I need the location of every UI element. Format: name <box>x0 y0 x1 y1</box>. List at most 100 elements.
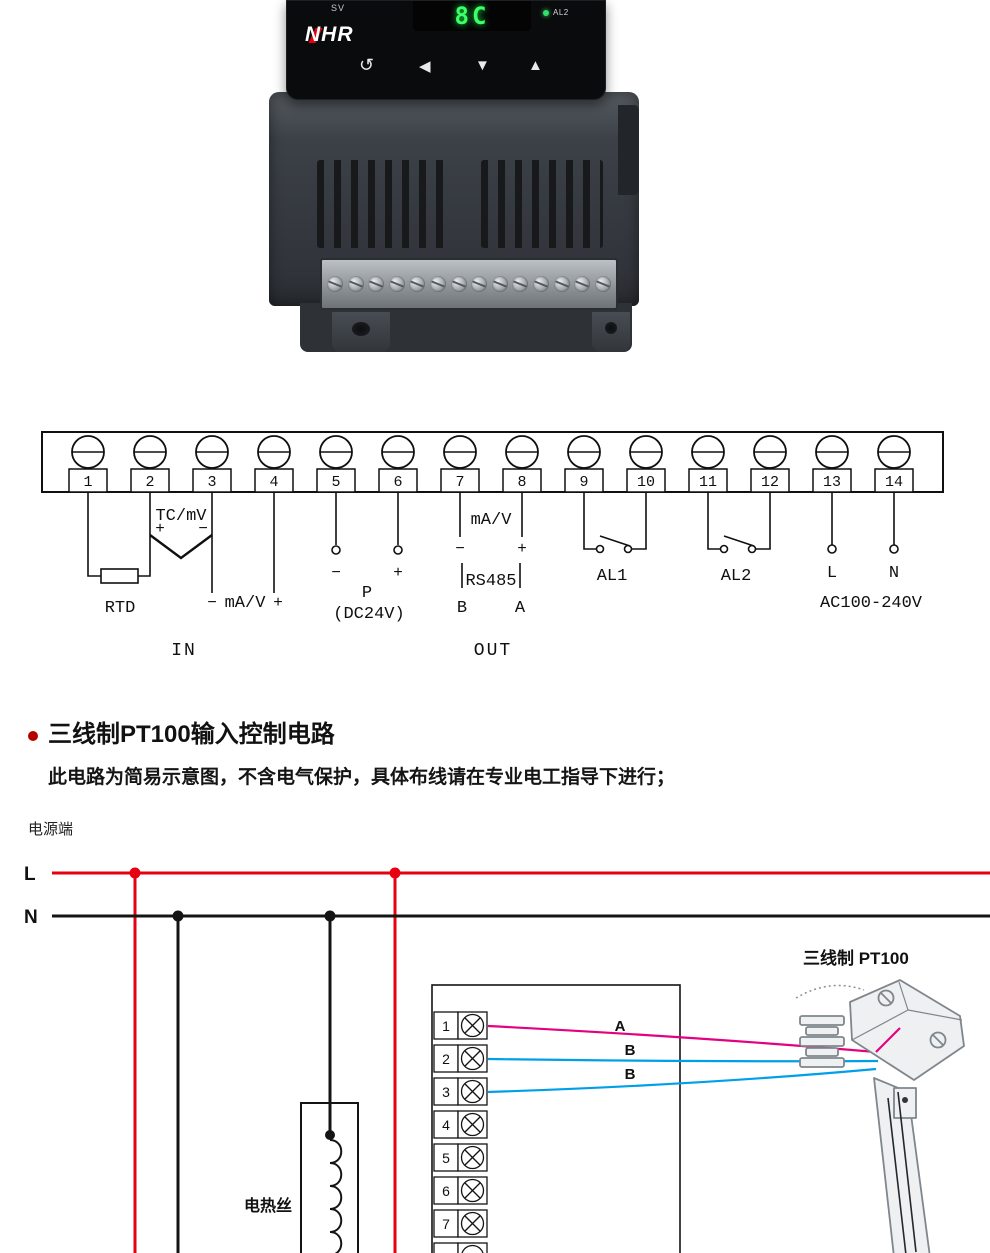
block-terminal-2: 2 <box>433 1044 488 1073</box>
terminal-number: 13 <box>823 474 841 491</box>
terminal-screw <box>574 276 591 292</box>
device-display: 8C <box>413 1 531 31</box>
terminal-1: 1 <box>68 435 108 493</box>
terminal-number: 14 <box>885 474 903 491</box>
block-number: 4 <box>442 1117 450 1133</box>
block-terminal-5: 5 <box>433 1143 488 1172</box>
mounting-tab-left <box>332 312 390 352</box>
rail-n-label: N <box>24 907 38 928</box>
p-label: P <box>362 584 372 603</box>
rs485-b-label: B <box>457 599 467 618</box>
sv-label: SV <box>331 3 346 13</box>
mains-wiring: L N AC100-240V <box>820 492 923 613</box>
terminal-wiring-diagram: 1 2 3 4 5 6 7 8 9 10 11 12 13 14 TC/mV +… <box>41 431 944 661</box>
live-label: L <box>827 564 837 583</box>
terminal-screw <box>450 276 467 292</box>
neutral-label: N <box>889 564 899 583</box>
cap-chain <box>795 984 865 999</box>
ma-v-out-label: mA/V <box>471 511 513 530</box>
terminal-strip-photo <box>320 258 618 310</box>
terminal-12: 12 <box>750 435 790 493</box>
terminal-screw <box>491 276 508 292</box>
live-rail <box>52 867 990 1253</box>
wire-b2-label: B <box>625 1066 636 1083</box>
minus-sign: − <box>207 594 217 612</box>
device-buttons: ↺ ◀ ▼ ▲ <box>287 49 605 89</box>
vent-slots-left <box>317 160 447 248</box>
terminal-screw <box>327 276 343 292</box>
terminal-number: 8 <box>517 474 526 491</box>
alarm1-wiring: AL1 <box>583 492 647 586</box>
block-number: 3 <box>442 1084 450 1100</box>
plus-sign: + <box>517 540 527 558</box>
terminal-number: 9 <box>579 474 588 491</box>
terminal-screw <box>388 276 405 292</box>
alarm2-wiring: AL2 <box>707 492 771 586</box>
terminal-11: 11 <box>688 435 728 493</box>
wire-a-into-head <box>875 1027 901 1053</box>
al2-led-icon <box>543 9 549 16</box>
section-subtitle: 此电路为简易示意图，不含电气保护，具体布线请在专业电工指导下进行； <box>48 767 676 788</box>
plus-sign: + <box>393 564 403 582</box>
controller-terminal-block: 1 2 3 4 5 6 7 <box>431 984 681 1253</box>
power-supply-output-wiring: − + P (DC24V) <box>331 492 405 624</box>
terminal-screw <box>512 276 529 292</box>
pt100-sensor-illustration <box>795 979 965 1253</box>
terminal-number: 7 <box>455 474 464 491</box>
tc-mv-label: TC/mV <box>155 507 207 526</box>
mounting-tab-right <box>592 312 630 352</box>
block-terminal-8 <box>433 1242 488 1253</box>
plus-sign: + <box>273 594 283 612</box>
block-number: 1 <box>442 1018 450 1034</box>
analog-rs485-output-wiring: mA/V − + RS485 B A OUT <box>455 492 527 661</box>
terminal-number: 6 <box>393 474 402 491</box>
dc24v-label: (DC24V) <box>333 605 404 624</box>
block-terminal-6: 6 <box>433 1176 488 1205</box>
section-bullet-icon <box>28 731 38 741</box>
ma-v-in-label: mA/V <box>225 594 267 613</box>
up-button-icon: ▲ <box>528 57 543 74</box>
terminal-number: 11 <box>699 474 717 491</box>
terminal-screw <box>368 276 385 292</box>
block-terminal-3: 3 <box>433 1077 488 1106</box>
terminal-screw <box>553 276 570 292</box>
brand-text: NHR <box>305 23 354 46</box>
terminal-screw <box>533 276 550 292</box>
rtd-label: RTD <box>105 599 136 618</box>
input-wiring: TC/mV + − − mA/V + RTD IN <box>87 492 283 661</box>
terminal-screw <box>430 276 447 292</box>
al1-label: AL1 <box>597 567 628 586</box>
al2-indicator: AL2 <box>543 8 569 17</box>
heater <box>300 1102 359 1253</box>
device-front-panel: SV 8C AL2 NHR ↺ ◀ ▼ ▲ <box>286 0 606 100</box>
brand-logo: NHR <box>305 23 354 49</box>
plus-sign: + <box>155 520 165 538</box>
control-circuit-diagram: L N 电热丝 1 2 3 4 5 6 <box>24 864 990 1253</box>
terminal-5: 5 <box>316 435 356 493</box>
terminal-number: 4 <box>269 474 278 491</box>
terminal-10: 10 <box>626 435 666 493</box>
terminal-3: 3 <box>192 435 232 493</box>
rs485-a-label: A <box>515 599 526 618</box>
block-terminal-4: 4 <box>433 1110 488 1139</box>
power-terminal-label: 电源端 <box>28 821 74 838</box>
terminal-number: 10 <box>637 474 655 491</box>
rail-l-label: L <box>24 864 36 885</box>
minus-sign: − <box>198 520 208 538</box>
terminal-9: 9 <box>564 435 604 493</box>
al2-label: AL2 <box>553 8 569 17</box>
wire-b2 <box>487 1067 877 1094</box>
terminal-screw <box>594 276 611 292</box>
neutral-rail <box>52 910 990 1253</box>
thermocouple-symbol <box>149 534 213 560</box>
al2-label: AL2 <box>721 567 752 586</box>
terminal-number: 5 <box>331 474 340 491</box>
vent-slots-right <box>481 160 603 248</box>
terminal-number: 3 <box>207 474 216 491</box>
relay-contact <box>723 535 755 547</box>
sensor-title: 三线制 PT100 <box>803 948 909 968</box>
left-button-icon: ◀ <box>419 58 431 75</box>
rs485-label: RS485 <box>465 572 516 591</box>
terminal-6: 6 <box>378 435 418 493</box>
